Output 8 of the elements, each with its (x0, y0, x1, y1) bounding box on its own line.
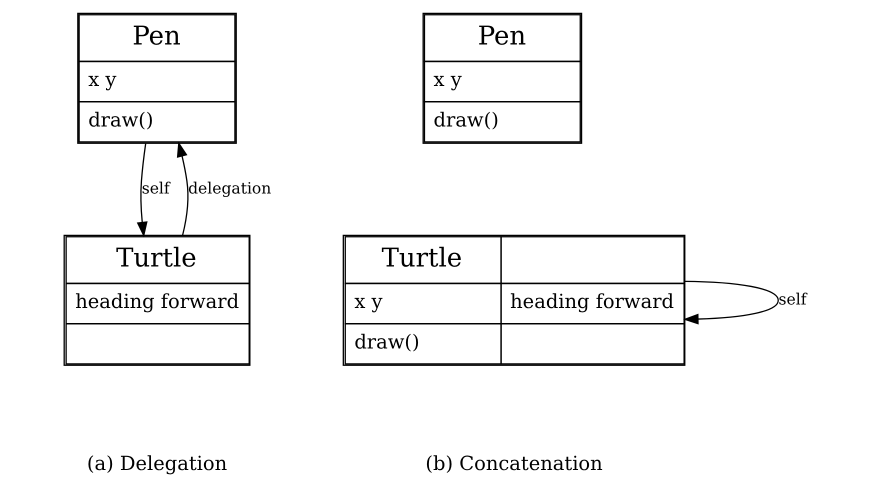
arrow (136, 144, 148, 238)
edge-label: self (141, 179, 170, 198)
arrow (176, 141, 188, 236)
arrow (682, 280, 778, 324)
edge-label: self (778, 290, 806, 308)
label: (a) Delegation (86, 452, 227, 475)
label: (b) Concatenation (424, 452, 602, 475)
edge-label: delegation (188, 179, 271, 198)
